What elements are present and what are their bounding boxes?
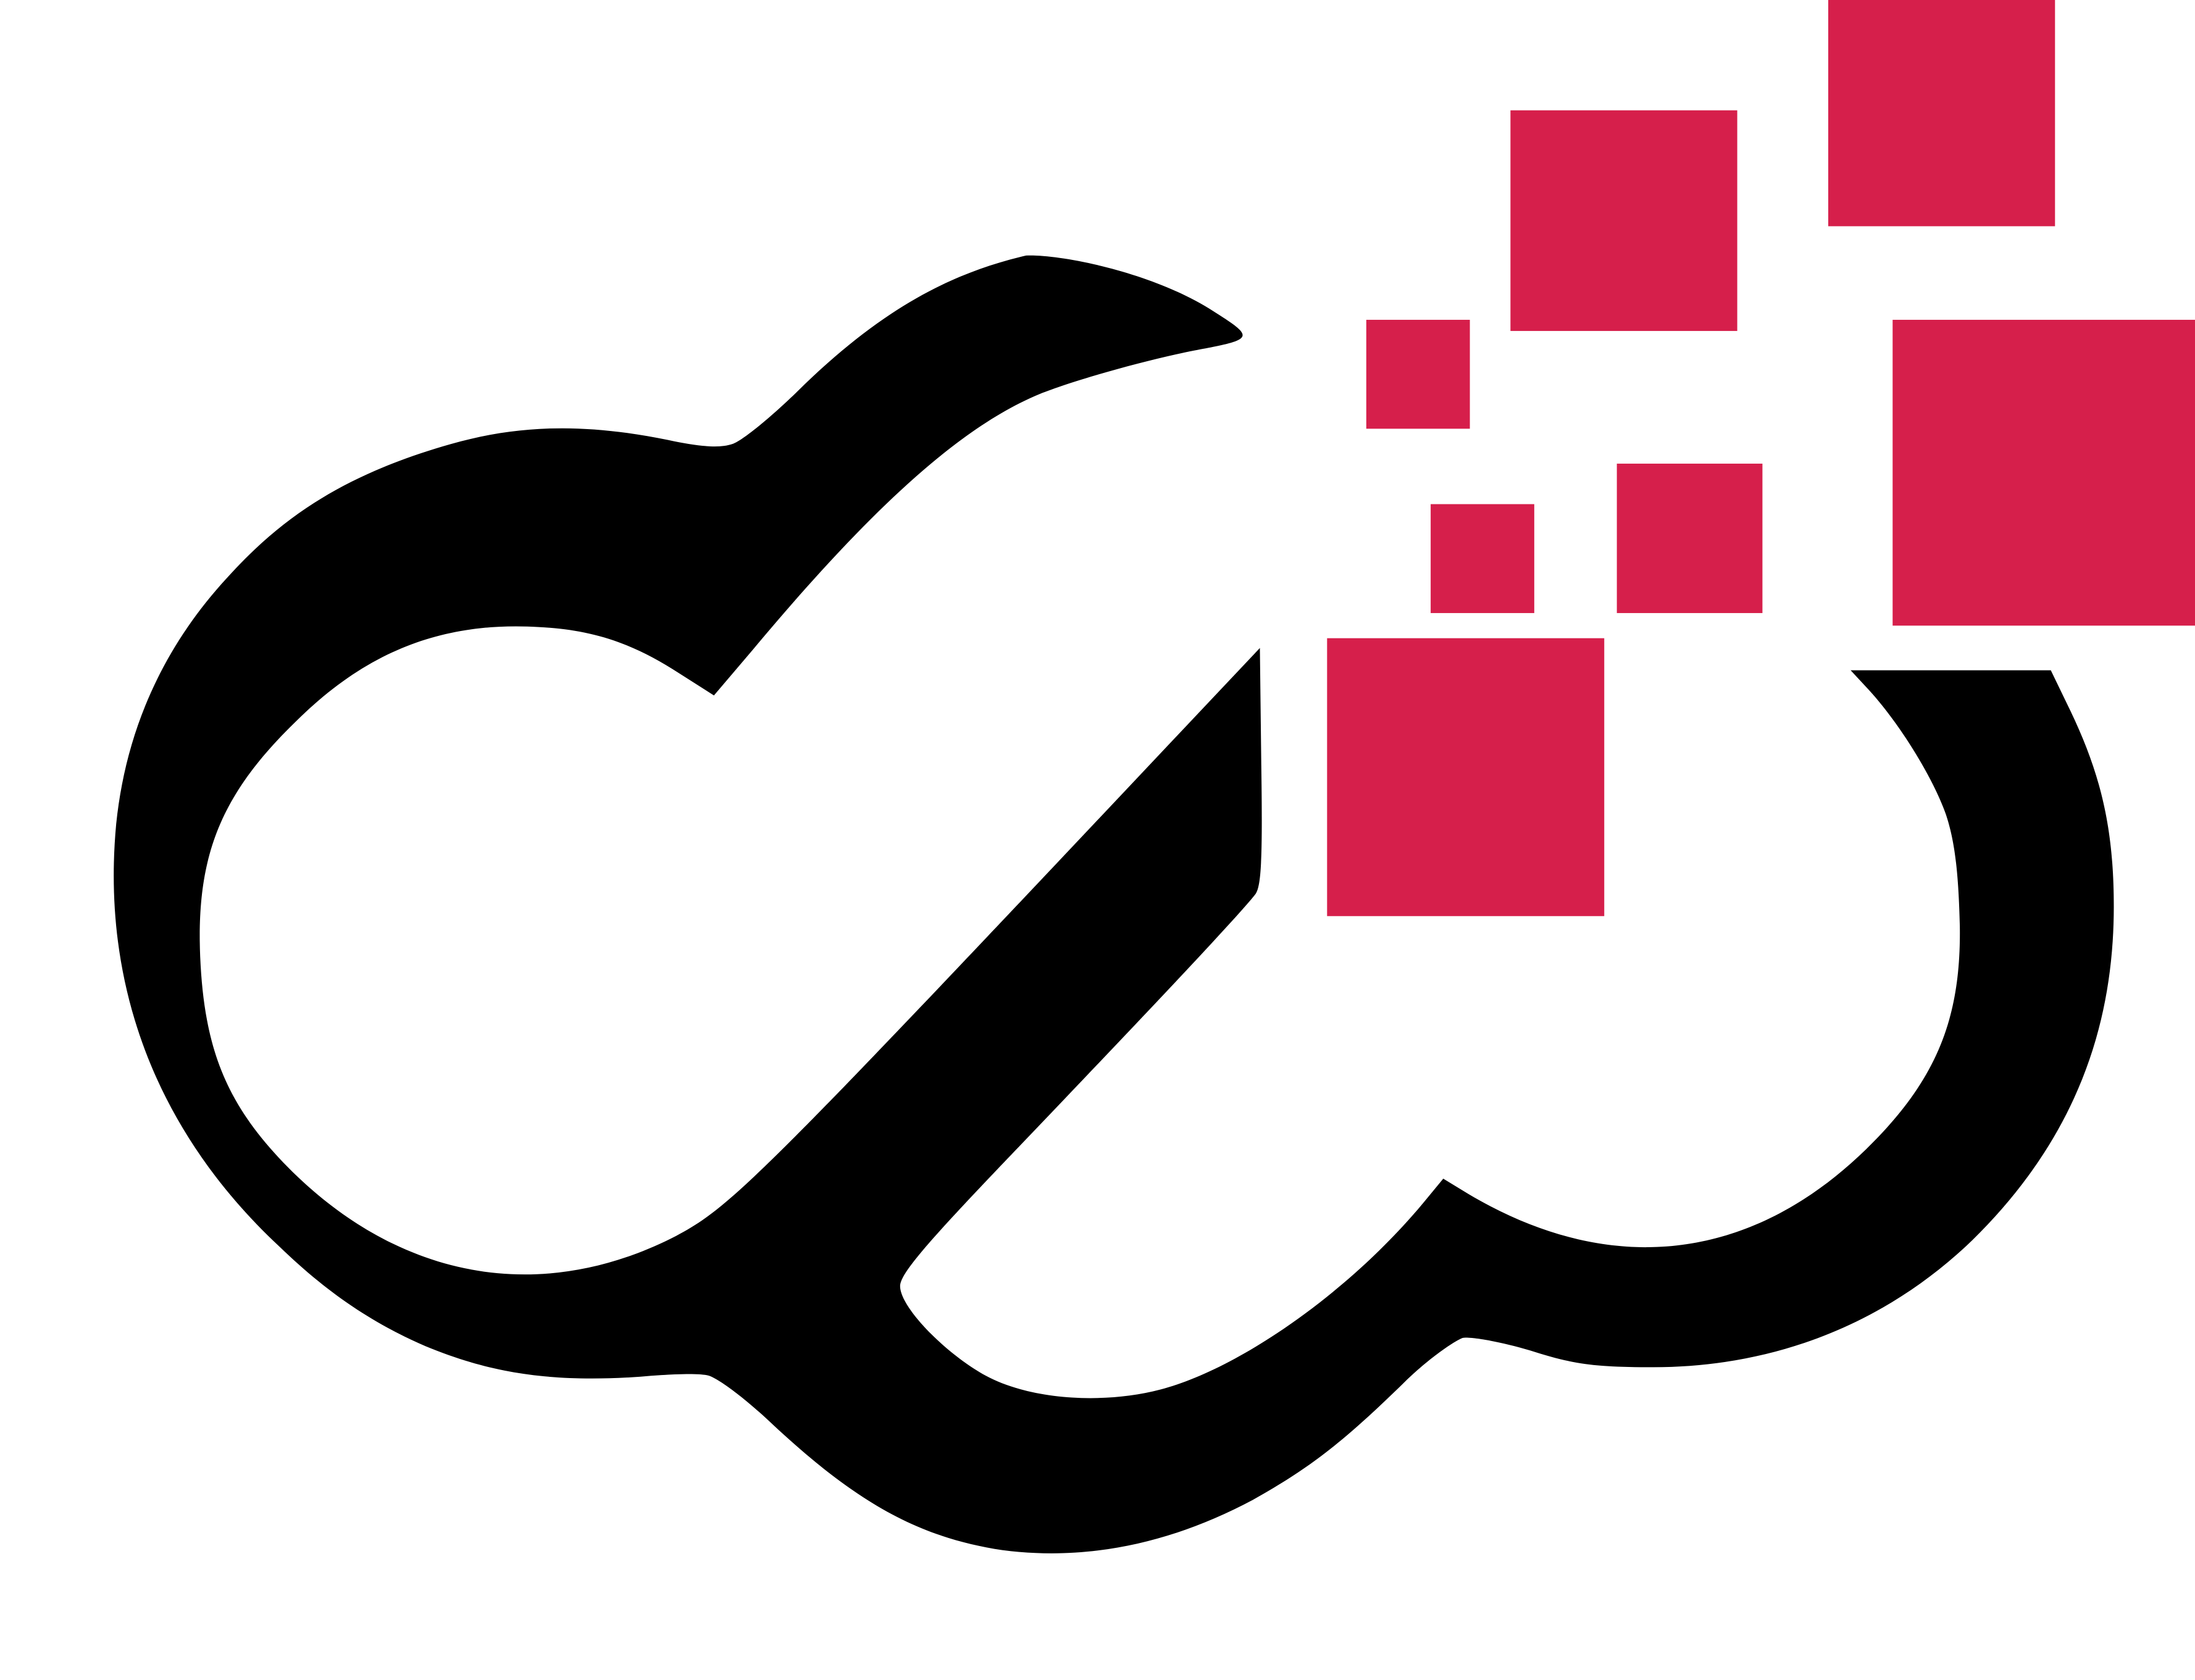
cloud-shape <box>114 255 2114 1553</box>
pixel-square <box>1431 504 1534 613</box>
pixel-square <box>1510 110 1737 332</box>
pixel-square <box>1616 463 1763 613</box>
pixel-square <box>1828 0 2055 227</box>
pixel-square <box>1892 319 2195 626</box>
pixel-square <box>1327 638 1605 916</box>
pixel-square <box>1366 319 1470 429</box>
